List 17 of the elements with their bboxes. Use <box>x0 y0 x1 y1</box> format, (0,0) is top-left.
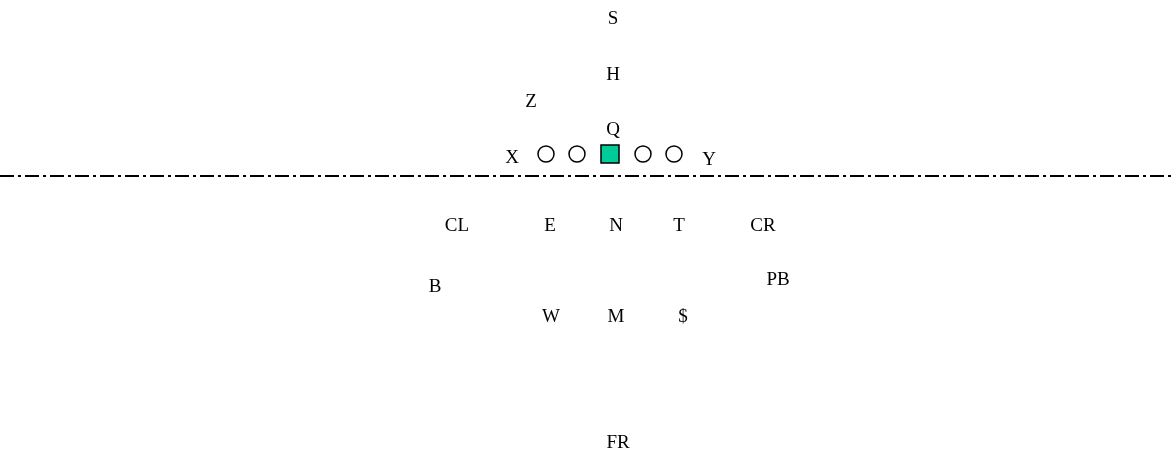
player-label: T <box>673 214 685 236</box>
player-label: S <box>607 7 619 29</box>
player-label: Z <box>525 90 537 112</box>
player-label: E <box>544 214 556 236</box>
player-label: CR <box>750 214 776 236</box>
player-label: PB <box>766 268 790 290</box>
player-label: N <box>609 214 623 236</box>
player-label: FR <box>606 431 630 453</box>
player-label: M <box>607 305 625 327</box>
player-label: X <box>505 146 519 168</box>
player-label: W <box>542 305 560 327</box>
player-label: $ <box>678 305 688 327</box>
player-label: B <box>428 275 442 297</box>
player-label: CL <box>444 214 470 236</box>
player-label: Y <box>702 148 716 170</box>
player-label: Q <box>606 118 620 140</box>
player-label: H <box>606 63 620 85</box>
